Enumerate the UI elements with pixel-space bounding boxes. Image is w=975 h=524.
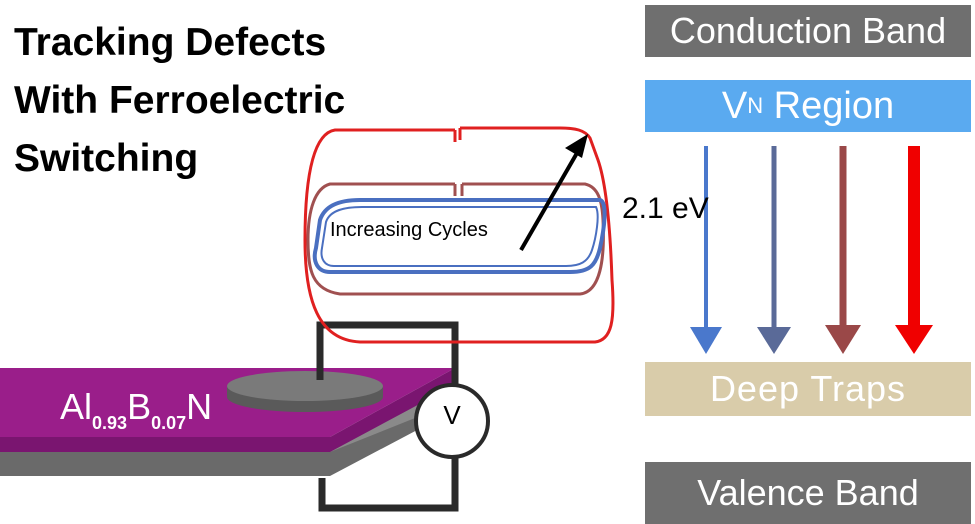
voltmeter-label: V bbox=[443, 400, 461, 430]
loop-blue-inner bbox=[320, 206, 599, 267]
transition-arrow-1-head bbox=[690, 327, 722, 354]
circuit-wire-bottom bbox=[318, 452, 459, 512]
loop-brown bbox=[306, 182, 605, 296]
formula-b-sub: 0.07 bbox=[151, 413, 187, 433]
substrate-gray-side bbox=[0, 402, 455, 476]
formula-al: Al bbox=[60, 386, 93, 427]
conduction-band: Conduction Band bbox=[645, 5, 971, 57]
formula-n: N bbox=[186, 386, 213, 427]
cycles-arrow-shaft bbox=[519, 152, 579, 251]
voltmeter-circle bbox=[414, 383, 490, 459]
diagram-title: Tracking Defects With Ferroelectric Swit… bbox=[14, 14, 345, 188]
formula-b: B bbox=[127, 386, 152, 427]
transition-arrow-3-head bbox=[825, 325, 861, 354]
transition-arrow-4-head bbox=[895, 325, 933, 354]
title-line-2: With Ferroelectric bbox=[14, 79, 346, 122]
vn-subscript: N bbox=[747, 93, 764, 118]
title-line-3: Switching bbox=[14, 137, 199, 180]
circuit-wire bbox=[316, 321, 459, 395]
vn-region-text: Region bbox=[763, 84, 895, 127]
loop-red bbox=[303, 126, 615, 344]
formula-al-sub: 0.93 bbox=[92, 413, 128, 433]
cycles-arrow-head bbox=[565, 134, 588, 158]
valence-band: Valence Band bbox=[645, 462, 971, 524]
vn-letter: V bbox=[721, 84, 748, 127]
transition-arrow-2-head bbox=[757, 327, 791, 354]
loop-blue-outer bbox=[312, 198, 607, 274]
energy-label: 2.1 eV bbox=[622, 192, 709, 225]
deep-traps: Deep Traps bbox=[645, 362, 971, 416]
title-line-1: Tracking Defects bbox=[14, 21, 327, 64]
material-formula: Al0.93B0.07N bbox=[60, 386, 212, 434]
electrode-top bbox=[227, 371, 383, 401]
cycles-label: Increasing Cycles bbox=[330, 219, 488, 241]
substrate-purple-side bbox=[0, 368, 455, 452]
